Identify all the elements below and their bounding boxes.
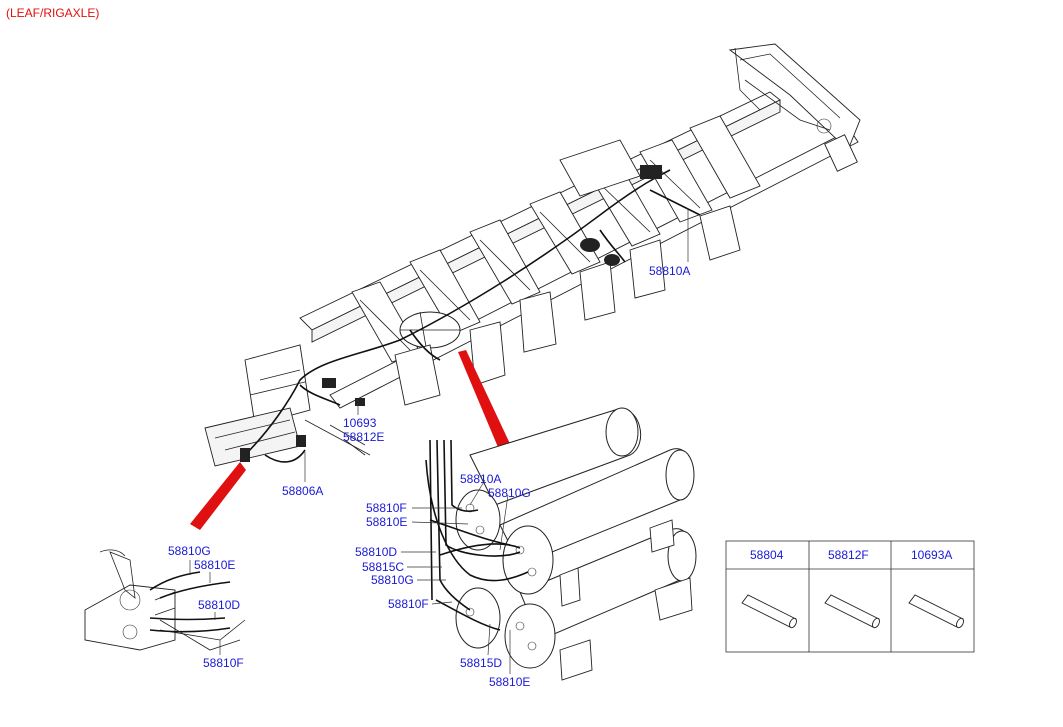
chassis-frame xyxy=(204,43,861,467)
label-58810E-tank-1: 58810E xyxy=(366,515,407,529)
detail-pointer-tank xyxy=(458,350,512,452)
label-58810G-tank: 58810G xyxy=(488,486,531,500)
diagram-header: (LEAF/RIGAXLE) xyxy=(6,6,99,20)
detail-pointer-front xyxy=(190,462,246,530)
parts-table: 58804 58812F 10693A xyxy=(725,540,975,653)
tube-fitting-icon xyxy=(824,594,880,629)
label-10693: 10693 xyxy=(343,416,377,430)
table-header-58812F: 58812F xyxy=(828,548,869,562)
label-58810E-detail: 58810E xyxy=(194,558,235,572)
label-58810A-chassis: 58810A xyxy=(649,264,690,278)
label-58810D-detail: 58810D xyxy=(198,598,240,612)
label-58810F-tank-2: 58810F xyxy=(388,597,429,611)
table-header-58804: 58804 xyxy=(750,548,784,562)
front-valve-detail: 58810G 58810E 58810D 58810F xyxy=(84,544,246,670)
label-58806A: 58806A xyxy=(282,484,323,498)
label-58810F-tank-1: 58810F xyxy=(366,501,407,515)
label-58812E: 58812E xyxy=(343,430,384,444)
label-58810E-tank-2: 58810E xyxy=(489,675,530,689)
tank-callouts: 58810A 58810G 58810F 58810E 58810D 58815… xyxy=(355,472,531,689)
air-tank-assembly xyxy=(425,407,697,681)
tube-fitting-icon xyxy=(908,594,964,629)
label-58810G-detail: 58810G xyxy=(168,544,211,558)
label-58810D-tank: 58810D xyxy=(355,545,397,559)
label-58810F-detail: 58810F xyxy=(203,656,244,670)
tube-fitting-icon xyxy=(741,594,797,629)
label-58810G-tank-2: 58810G xyxy=(371,573,414,587)
label-58810A-tank: 58810A xyxy=(460,472,501,486)
chassis-callouts: 58810A 10693 58812E 58806A xyxy=(282,208,690,498)
table-header-10693A: 10693A xyxy=(911,548,952,562)
label-58815D: 58815D xyxy=(460,656,502,670)
label-58815C: 58815C xyxy=(362,560,404,574)
